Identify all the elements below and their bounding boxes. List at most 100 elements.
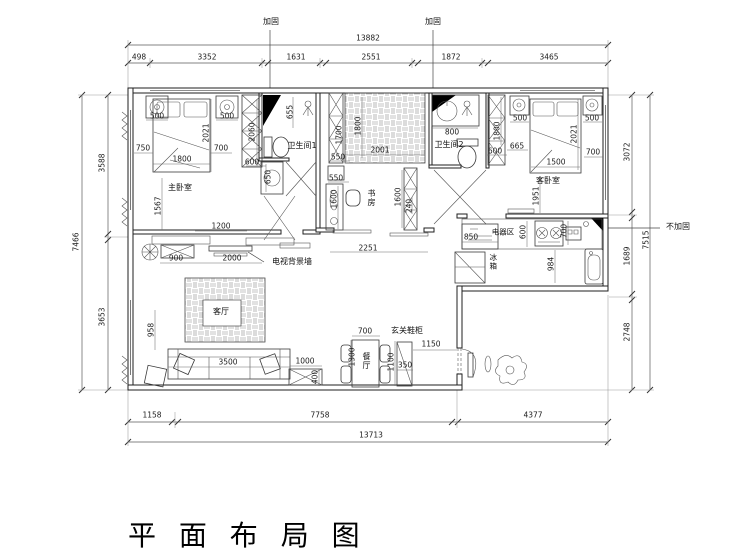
dim-label: 1631 [286, 52, 306, 62]
dim-label: 350 [397, 360, 413, 370]
dim-label: 1951 [531, 186, 541, 206]
dim-label: 500 [512, 113, 528, 123]
dim-label: 958 [146, 322, 156, 338]
dim-label: 13713 [359, 430, 383, 440]
dim-label: 1100 [386, 352, 396, 372]
dim-label: 2551 [361, 52, 381, 62]
note-reinforce-left: 加固 [263, 17, 279, 26]
dim-label: 665 [509, 141, 525, 151]
room-label-guest-bedroom: 客卧室 [536, 176, 560, 185]
label-tv-wall: 电视背景墙 [272, 257, 312, 266]
dim-label: 650 [263, 169, 273, 185]
dimension-lines [78, 30, 660, 446]
room-label-master-bedroom: 主卧室 [168, 183, 192, 192]
dim-label: 7515 [641, 230, 651, 250]
dim-label: 550 [328, 173, 344, 183]
dim-label: 2060 [247, 122, 257, 142]
room-label-living-room: 客厅 [213, 307, 229, 316]
dim-label: 2000 [222, 253, 242, 263]
room-label-bathroom2: 卫生间2 [434, 140, 464, 149]
walls [127, 87, 609, 391]
dim-label: 984 [546, 256, 556, 272]
dim-label: 240 [404, 198, 414, 214]
gas-stove [534, 220, 564, 247]
dim-label: 2748 [622, 322, 632, 342]
dim-label: 600 [487, 146, 503, 156]
dim-label: 500 [584, 113, 600, 123]
dim-label: 2021 [201, 123, 211, 143]
dim-label: 4377 [523, 410, 543, 420]
bathroom1-fixtures [260, 100, 317, 197]
dim-label: 13882 [356, 33, 380, 43]
dim-label: 1800 [492, 121, 502, 141]
living-dining-furniture [141, 243, 527, 388]
dim-label: 3500 [218, 357, 238, 367]
dim-label: 7466 [71, 232, 81, 252]
appliance-cabinet [461, 223, 499, 250]
dim-label: 550 [330, 152, 346, 162]
dim-label: 1600 [329, 189, 339, 209]
tv [208, 245, 253, 252]
label-fridge: 冰箱 [488, 253, 498, 271]
room-label-study: 书房 [367, 189, 376, 207]
bed [529, 98, 582, 174]
dining-table [351, 339, 380, 388]
dim-label: 700 [559, 223, 569, 239]
dim-label: 3072 [622, 142, 632, 162]
corner-table [288, 368, 323, 386]
interior-dimension-lines [134, 95, 603, 386]
radiator-symbols [121, 111, 128, 385]
bathroom2-fixtures [431, 94, 487, 225]
dim-label: 1800 [353, 116, 363, 136]
kitchen-fixtures [454, 218, 604, 285]
page-title: 平 面 布 局 图 [128, 519, 367, 552]
tv-cabinet [160, 244, 195, 259]
dim-label: 500 [149, 111, 165, 121]
dim-label: 1689 [622, 246, 632, 266]
dim-label: 3465 [539, 52, 559, 62]
note-no-reinforce: 不加固 [666, 222, 690, 231]
dim-label: 7758 [310, 410, 330, 420]
dim-label: 850 [463, 232, 479, 242]
label-appliance-area: 电器区 [491, 227, 515, 237]
dim-label: 2251 [358, 243, 378, 253]
dim-label: 700 [213, 143, 229, 153]
dim-label: 1158 [142, 410, 162, 420]
dim-label: 1600 [393, 187, 403, 207]
dim-label: 700 [357, 326, 373, 336]
bed [152, 98, 211, 173]
door-markers [263, 95, 603, 231]
dim-label: 750 [135, 143, 151, 153]
dim-label: 500 [219, 111, 235, 121]
dim-label: 1872 [441, 52, 461, 62]
dim-label: 498 [131, 52, 147, 62]
dim-label: 1000 [295, 356, 315, 366]
guest-bedroom-furniture [487, 94, 603, 214]
dim-label: 1800 [172, 154, 192, 164]
dim-label: 1567 [153, 196, 163, 216]
tall-unit [454, 251, 486, 284]
dim-label: 400 [310, 369, 320, 385]
dim-label: 700 [585, 147, 601, 157]
sofa [167, 348, 291, 380]
dim-label: 2001 [370, 145, 390, 155]
sink [584, 248, 604, 285]
dim-label: 800 [444, 127, 460, 137]
wardrobe [487, 94, 506, 166]
dim-label: 600 [518, 224, 528, 240]
pillow [172, 352, 196, 376]
dim-label: 3653 [97, 307, 107, 327]
dim-label: 1200 [211, 221, 231, 231]
label-entry-cabinet: 玄关鞋柜 [391, 326, 423, 335]
dim-label: 900 [168, 253, 184, 263]
dim-label: 1300 [347, 347, 357, 367]
dim-label: 655 [285, 104, 295, 120]
dim-label: 2021 [569, 124, 579, 144]
dim-label: 1700 [334, 125, 344, 145]
dim-label: 1150 [421, 339, 441, 349]
dim-label: 600 [244, 157, 260, 167]
desk-chair [345, 189, 361, 207]
study-furniture [325, 92, 429, 237]
